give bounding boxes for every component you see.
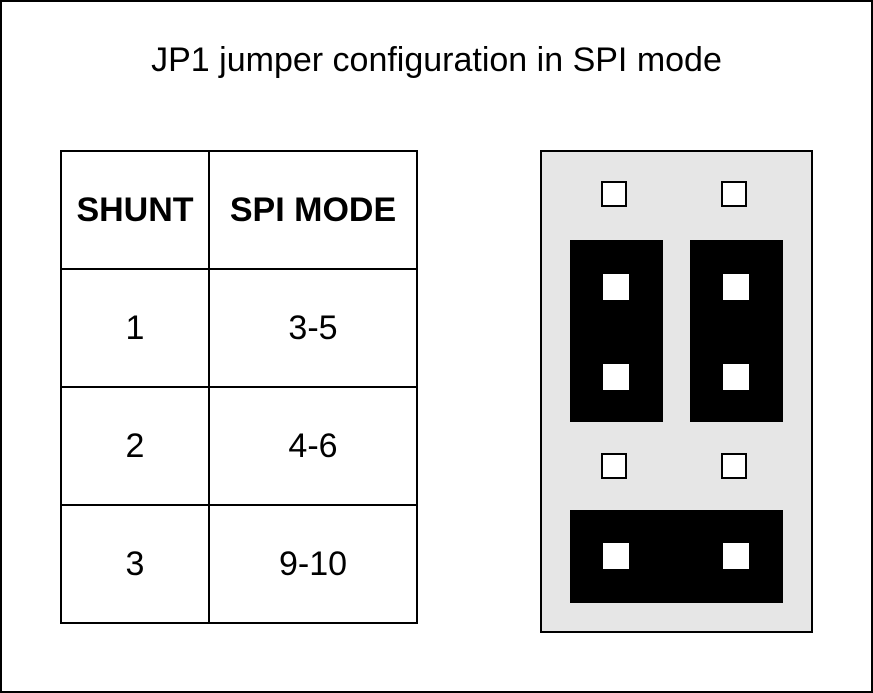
pin-open-8 (721, 453, 747, 479)
pin-covered-4 (723, 274, 749, 300)
table-row: 3 9-10 (60, 504, 418, 624)
shunt-2 (690, 240, 783, 422)
pin-covered-5 (603, 364, 629, 390)
pin-covered-3 (603, 274, 629, 300)
jumper-header-board (540, 150, 813, 633)
pin-open-2 (721, 181, 747, 207)
shunt-1 (570, 240, 663, 422)
diagram-title: JP1 jumper configuration in SPI mode (151, 41, 722, 79)
pin-covered-9 (603, 543, 629, 569)
pin-covered-10 (723, 543, 749, 569)
pin-covered-6 (723, 364, 749, 390)
table-header-row: SHUNT SPI MODE (60, 150, 418, 270)
shunt-pins: 9-10 (208, 504, 418, 624)
header-shunt: SHUNT (60, 150, 210, 270)
header-spi-mode: SPI MODE (208, 150, 418, 270)
pin-open-7 (601, 453, 627, 479)
pin-open-1 (601, 181, 627, 207)
shunt-table: SHUNT SPI MODE 1 3-5 2 4-6 3 9-10 (60, 150, 418, 624)
shunt-number: 2 (60, 386, 210, 506)
shunt-3 (570, 510, 783, 603)
table-row: 1 3-5 (60, 268, 418, 388)
shunt-number: 3 (60, 504, 210, 624)
table-row: 2 4-6 (60, 386, 418, 506)
shunt-number: 1 (60, 268, 210, 388)
shunt-pins: 3-5 (208, 268, 418, 388)
shunt-pins: 4-6 (208, 386, 418, 506)
